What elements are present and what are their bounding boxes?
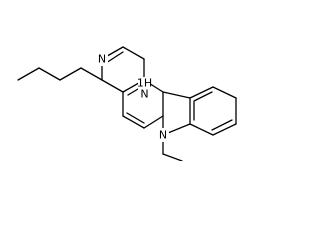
bond-c11-c11a	[189, 86, 214, 99]
atom-n3: N	[96, 52, 108, 66]
bond-c11a-c12b	[162, 91, 191, 99]
bond-ch2c-ch3	[17, 67, 40, 81]
bond-c4-c4a	[101, 79, 124, 93]
bond-c6-c6a	[143, 115, 164, 129]
atom-n7: N	[157, 128, 169, 142]
bond-n3-c2-double-b	[105, 51, 124, 64]
bond-c7a-c8	[189, 123, 214, 136]
atom-label-n3: N	[98, 53, 106, 66]
bond-ch2a-ch2b	[59, 67, 82, 81]
molecule-structure: N 1H N N	[17, 46, 237, 161]
bond-c8-c9	[212, 123, 237, 136]
bond-c9-c9b	[211, 119, 233, 131]
bond-c5-c6-b	[126, 112, 145, 124]
bond-c2-n1	[122, 46, 145, 60]
atom-n1h: 1H N	[137, 77, 152, 101]
bond-ch2-ch3	[162, 153, 183, 161]
bond-c5-c6-a	[122, 115, 145, 129]
bond-layer	[17, 46, 237, 161]
bond-ch2b-ch2c	[38, 67, 61, 81]
atom-label-n1h-h: 1H	[137, 77, 152, 90]
bond-c4-ch2a	[80, 67, 103, 81]
atom-label-n1h-n: N	[140, 88, 148, 101]
atom-label-n7: N	[159, 129, 167, 142]
bond-c11-c11a-b	[193, 91, 213, 102]
bond-c10-c11	[212, 86, 237, 99]
